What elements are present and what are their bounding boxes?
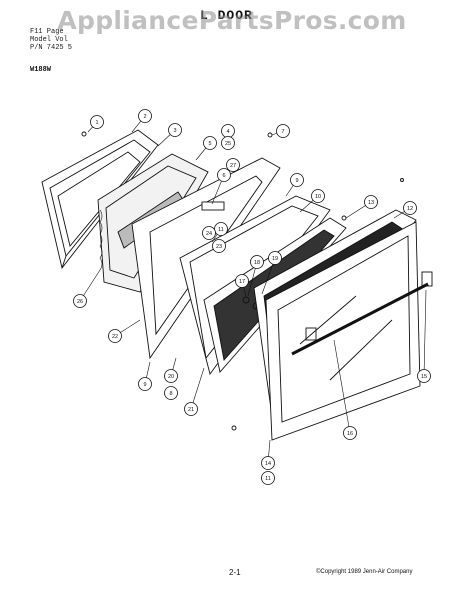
callout-27: 27 <box>226 158 240 172</box>
callout-10: 10 <box>311 189 325 203</box>
screw <box>81 131 87 137</box>
callout-9: 9 <box>290 173 304 187</box>
callout-19: 19 <box>268 251 282 265</box>
callout-label: 20 <box>168 374 174 380</box>
callout-14: 14 <box>261 456 275 470</box>
callout-11: 11 <box>261 471 275 485</box>
callout-label: 11 <box>265 476 271 482</box>
screw <box>231 425 237 431</box>
outer-door <box>265 221 421 441</box>
callout-label: 9 <box>143 382 146 388</box>
callout-label: 9 <box>295 178 298 184</box>
header-line-2: Model Vol <box>30 36 68 44</box>
callout-23: 23 <box>212 239 226 253</box>
callout-label: 16 <box>347 431 353 437</box>
callout-label: 1 <box>95 120 98 126</box>
page-title: L DOOR <box>200 8 253 23</box>
callout-15: 15 <box>417 369 431 383</box>
callout-13: 13 <box>364 195 378 209</box>
callout-label: 4 <box>226 129 229 135</box>
callout-2: 2 <box>138 109 152 123</box>
callout-5: 5 <box>203 136 217 150</box>
callout-label: 24 <box>206 231 212 237</box>
callout-label: 15 <box>421 374 427 380</box>
callout-label: 11 <box>218 227 224 233</box>
callout-label: 27 <box>230 163 236 169</box>
header-line-3: P/N 7425 5 <box>30 44 73 52</box>
callout-label: 6 <box>222 173 225 179</box>
callout-21: 21 <box>184 402 198 416</box>
callout-label: 17 <box>239 279 245 285</box>
callout-26: 26 <box>73 294 87 308</box>
callout-label: 12 <box>407 206 413 212</box>
callout-label: 26 <box>77 299 83 305</box>
copyright-notice: ©Copyright 1989 Jenn-Air Company <box>316 569 413 575</box>
model-number: W188W <box>30 66 52 74</box>
screw <box>267 132 273 138</box>
callout-label: 23 <box>216 244 222 250</box>
callout-label: 7 <box>281 129 284 135</box>
callout-17: 17 <box>235 274 249 288</box>
door-handle <box>291 271 433 356</box>
callout-label: 5 <box>208 141 211 147</box>
callout-18: 18 <box>250 255 264 269</box>
callout-label: 8 <box>169 391 172 397</box>
callout-24: 24 <box>202 226 216 240</box>
callout-22: 22 <box>108 329 122 343</box>
callout-3: 3 <box>168 123 182 137</box>
callout-label: 19 <box>272 256 278 262</box>
callout-11: 11 <box>214 222 228 236</box>
callout-label: 14 <box>265 461 271 467</box>
screw <box>400 178 404 182</box>
header-line-1: F11 Page <box>30 28 64 36</box>
callout-label: 2 <box>143 114 146 120</box>
callout-6: 6 <box>217 168 231 182</box>
callout-12: 12 <box>403 201 417 215</box>
callout-8: 8 <box>164 386 178 400</box>
callout-label: 3 <box>173 128 176 134</box>
callout-label: 18 <box>254 260 260 266</box>
callout-4: 4 <box>221 124 235 138</box>
callout-label: 25 <box>225 141 231 147</box>
callout-label: 10 <box>315 194 321 200</box>
callout-label: 21 <box>188 407 194 413</box>
callout-label: 22 <box>112 334 118 340</box>
callout-7: 7 <box>276 124 290 138</box>
callout-9: 9 <box>138 377 152 391</box>
page-number: 2-1 <box>229 568 241 577</box>
screw <box>341 215 347 221</box>
callout-1: 1 <box>90 115 104 129</box>
callout-20: 20 <box>164 369 178 383</box>
callout-16: 16 <box>343 426 357 440</box>
watermark: AppliancePartsPros.com <box>57 6 407 35</box>
callout-label: 13 <box>368 200 374 206</box>
callout-25: 25 <box>221 136 235 150</box>
